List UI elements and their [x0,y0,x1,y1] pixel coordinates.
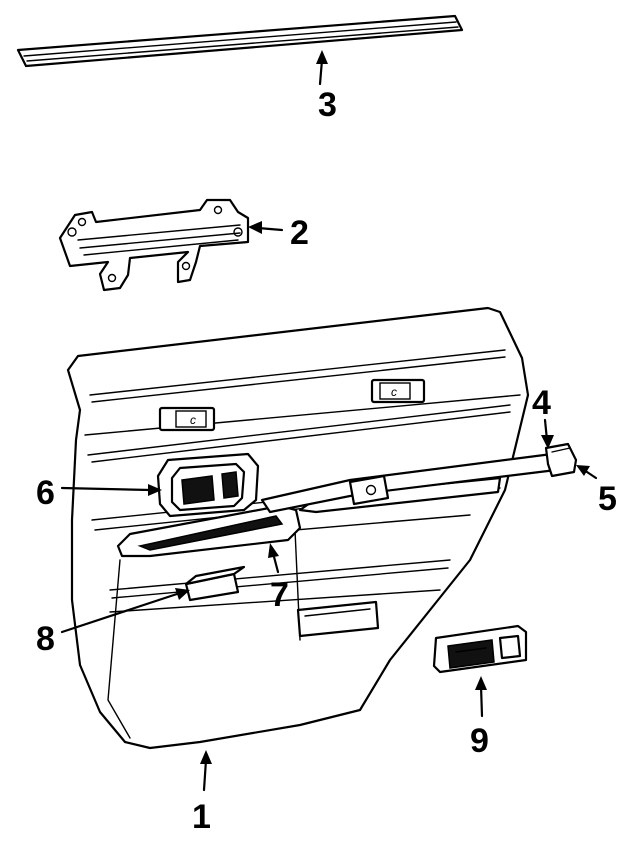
callout-1: 1 [192,798,211,836]
callout-6: 6 [36,474,55,512]
callout-4: 4 [532,384,551,422]
part-7-armrest [116,476,502,558]
part-2-bracket [58,198,250,292]
part-5-end-cap [544,442,578,478]
part-6-handle-bezel [156,452,260,518]
callout-7: 7 [270,576,289,614]
callout-2: 2 [290,214,309,252]
leader-lines [60,50,598,792]
callout-5: 5 [598,480,617,518]
part-8-pocket [184,565,246,602]
part-9-switch-bezel [432,624,528,674]
callout-3: 3 [318,86,337,124]
callout-8: 8 [36,620,55,658]
part-3-belt-weatherstrip [16,14,464,68]
panel-mark-left: c [190,413,196,427]
callout-9: 9 [470,722,489,760]
panel-mark-right: c [391,385,397,399]
